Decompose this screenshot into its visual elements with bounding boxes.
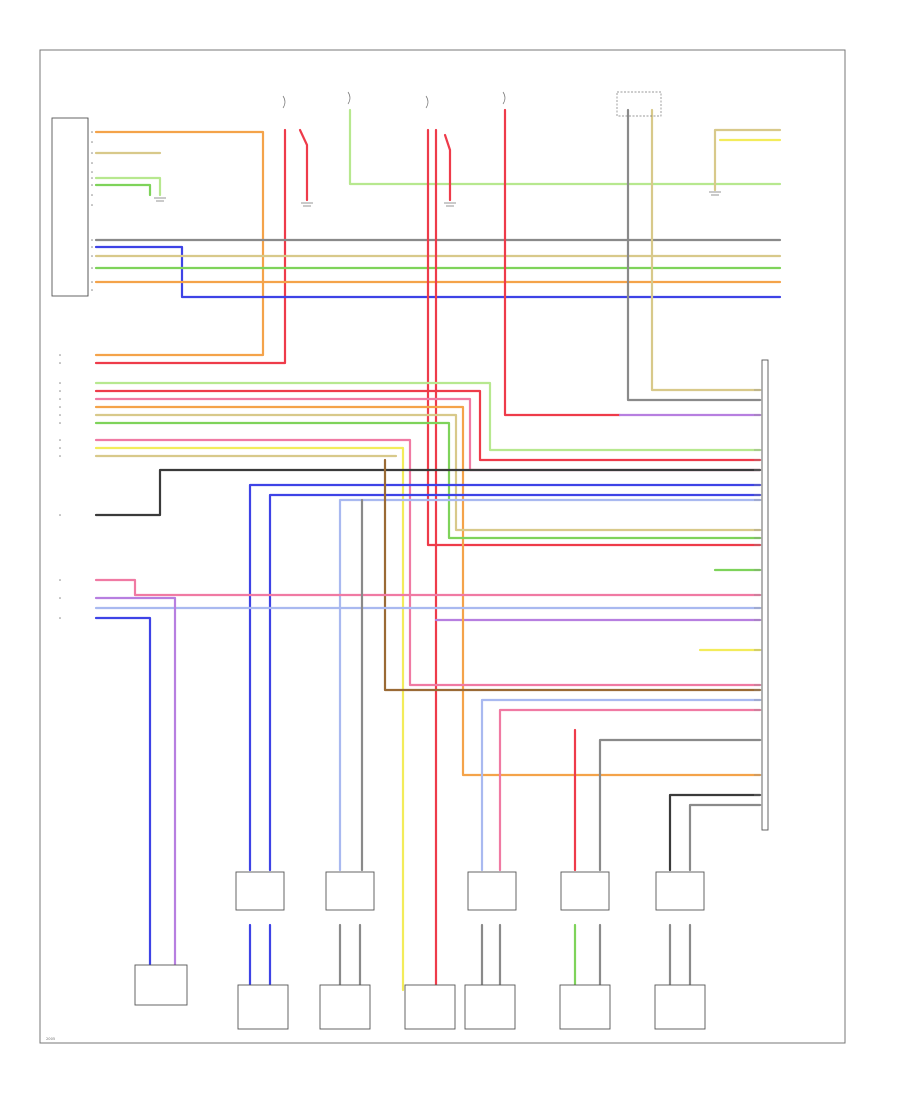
wire-blue — [248, 483, 762, 872]
wire-tan — [94, 413, 762, 532]
wire-red — [426, 128, 762, 547]
left-connector-top — [51, 117, 93, 297]
wire-green — [94, 183, 152, 197]
top-right-connector — [616, 91, 662, 117]
wire-black — [668, 793, 762, 872]
wire-gray — [626, 108, 762, 402]
wire-brown — [383, 458, 762, 692]
top-fuses — [282, 91, 506, 109]
wire-red — [94, 389, 762, 462]
diagram-frame — [39, 49, 846, 1044]
wire-blue — [268, 493, 762, 872]
wire-green — [94, 421, 762, 540]
wire-pink — [498, 708, 762, 872]
wire-black — [94, 468, 762, 517]
left-connector-lower-pins — [59, 354, 61, 619]
wire-light_green — [94, 381, 762, 452]
wire-red — [94, 128, 287, 365]
wire-orange — [94, 405, 762, 777]
wire-red — [503, 108, 622, 417]
wire-blue — [94, 245, 782, 299]
footer-code: 2005 — [46, 1037, 55, 1041]
wire-gray — [598, 738, 762, 872]
wire-blue — [94, 616, 152, 987]
wire-light_blue — [338, 498, 762, 872]
wires-layer — [94, 108, 782, 992]
ground-symbols — [154, 191, 721, 207]
bottom-left-device — [134, 964, 188, 1006]
speakers-lower — [237, 984, 706, 1030]
wire-pink — [94, 578, 762, 597]
right-connector — [754, 359, 769, 831]
wire-pink — [94, 438, 762, 687]
wire-tan — [713, 128, 782, 192]
wire-light_green — [348, 108, 782, 186]
wire-red — [298, 128, 309, 202]
wire-orange — [94, 130, 265, 357]
wire-tan — [650, 108, 762, 392]
wire-yellow — [94, 446, 405, 992]
wire-gray — [688, 803, 762, 872]
wire-light_blue — [480, 698, 762, 872]
wire-red — [443, 133, 452, 202]
speaker-modules-upper — [235, 871, 705, 911]
wire-violet — [94, 596, 177, 987]
wire-light_green — [94, 176, 162, 197]
